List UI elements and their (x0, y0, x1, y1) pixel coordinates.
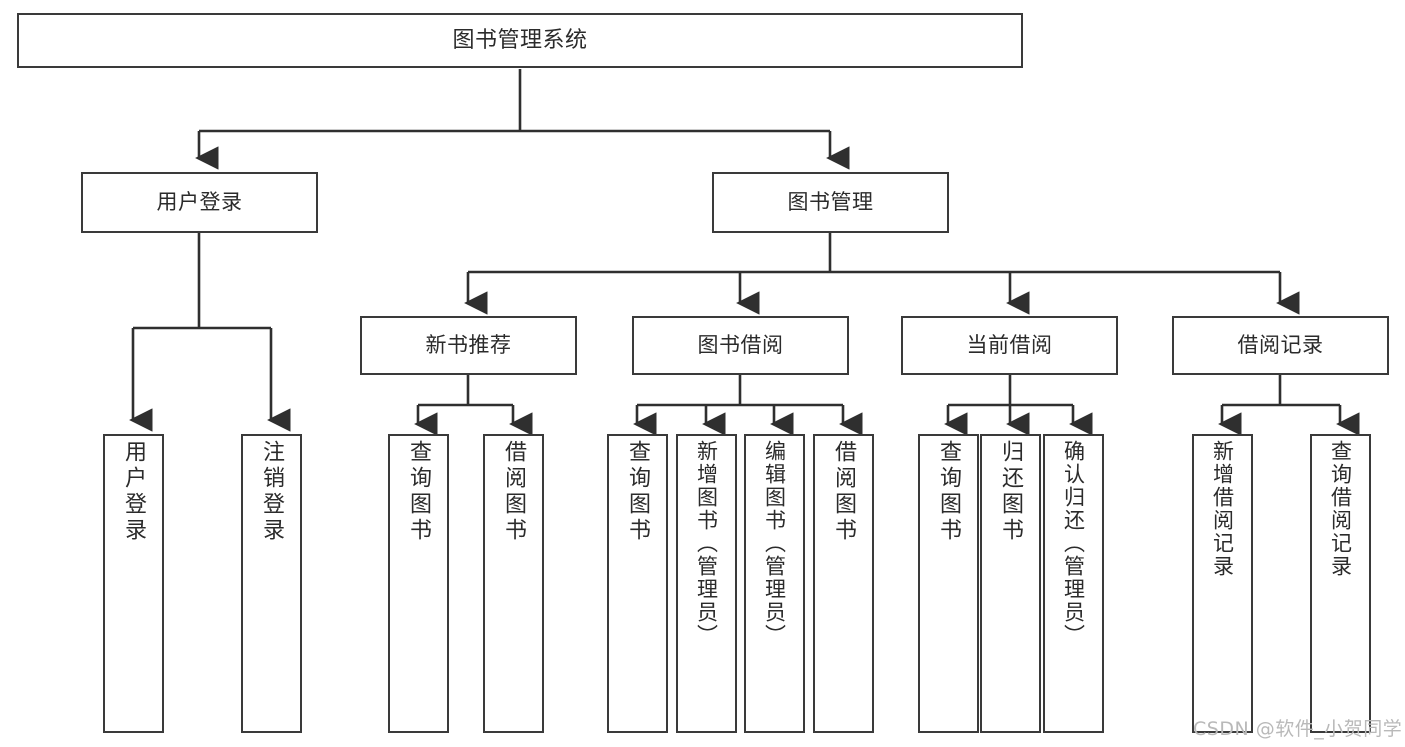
node-label: 图书管理系统 (452, 27, 588, 53)
node-label: 新增借阅记录 (1210, 440, 1235, 578)
leaf-book-borrow-query[interactable]: 查询图书 (607, 434, 668, 733)
leaf-user-login-login[interactable]: 用户登录 (103, 434, 164, 733)
node-book-manage[interactable]: 图书管理 (712, 172, 949, 233)
node-book-borrow[interactable]: 图书借阅 (632, 316, 849, 375)
leaf-borrow-record-add[interactable]: 新增借阅记录 (1192, 434, 1253, 733)
node-label: 用户登录 (156, 190, 243, 215)
node-label: 查询图书 (406, 440, 432, 544)
node-root-system[interactable]: 图书管理系统 (17, 13, 1023, 68)
node-user-login[interactable]: 用户登录 (81, 172, 318, 233)
node-label: 注销登录 (259, 440, 285, 544)
leaf-current-borrow-confirm-return[interactable]: 确认归还（管理员） (1043, 434, 1104, 733)
node-label: 新增图书（管理员） (694, 440, 719, 647)
node-borrow-record[interactable]: 借阅记录 (1172, 316, 1389, 375)
node-label: 查询图书 (936, 440, 962, 544)
node-label: 借阅记录 (1237, 333, 1324, 358)
node-label: 归还图书 (998, 440, 1024, 544)
leaf-current-borrow-return[interactable]: 归还图书 (980, 434, 1041, 733)
node-label: 查询图书 (625, 440, 651, 544)
node-label: 确认归还（管理员） (1061, 440, 1086, 647)
node-label: 用户登录 (121, 440, 147, 544)
node-label: 编辑图书（管理员） (762, 440, 787, 647)
leaf-book-borrow-add[interactable]: 新增图书（管理员） (676, 434, 737, 733)
node-label: 图书管理 (787, 190, 874, 215)
leaf-current-borrow-query[interactable]: 查询图书 (918, 434, 979, 733)
watermark-text: CSDN @软件_小贺同学 (1193, 718, 1403, 740)
node-label: 新书推荐 (425, 333, 512, 358)
leaf-new-book-query[interactable]: 查询图书 (388, 434, 449, 733)
leaf-new-book-borrow[interactable]: 借阅图书 (483, 434, 544, 733)
node-label: 查询借阅记录 (1328, 440, 1353, 578)
node-new-book-recommend[interactable]: 新书推荐 (360, 316, 577, 375)
node-label: 图书借阅 (697, 333, 784, 358)
node-current-borrow[interactable]: 当前借阅 (901, 316, 1118, 375)
leaf-user-login-logout[interactable]: 注销登录 (241, 434, 302, 733)
leaf-book-borrow-edit[interactable]: 编辑图书（管理员） (744, 434, 805, 733)
leaf-book-borrow-borrow[interactable]: 借阅图书 (813, 434, 874, 733)
leaf-borrow-record-query[interactable]: 查询借阅记录 (1310, 434, 1371, 733)
node-label: 借阅图书 (831, 440, 857, 544)
node-label: 借阅图书 (501, 440, 527, 544)
node-label: 当前借阅 (966, 333, 1053, 358)
